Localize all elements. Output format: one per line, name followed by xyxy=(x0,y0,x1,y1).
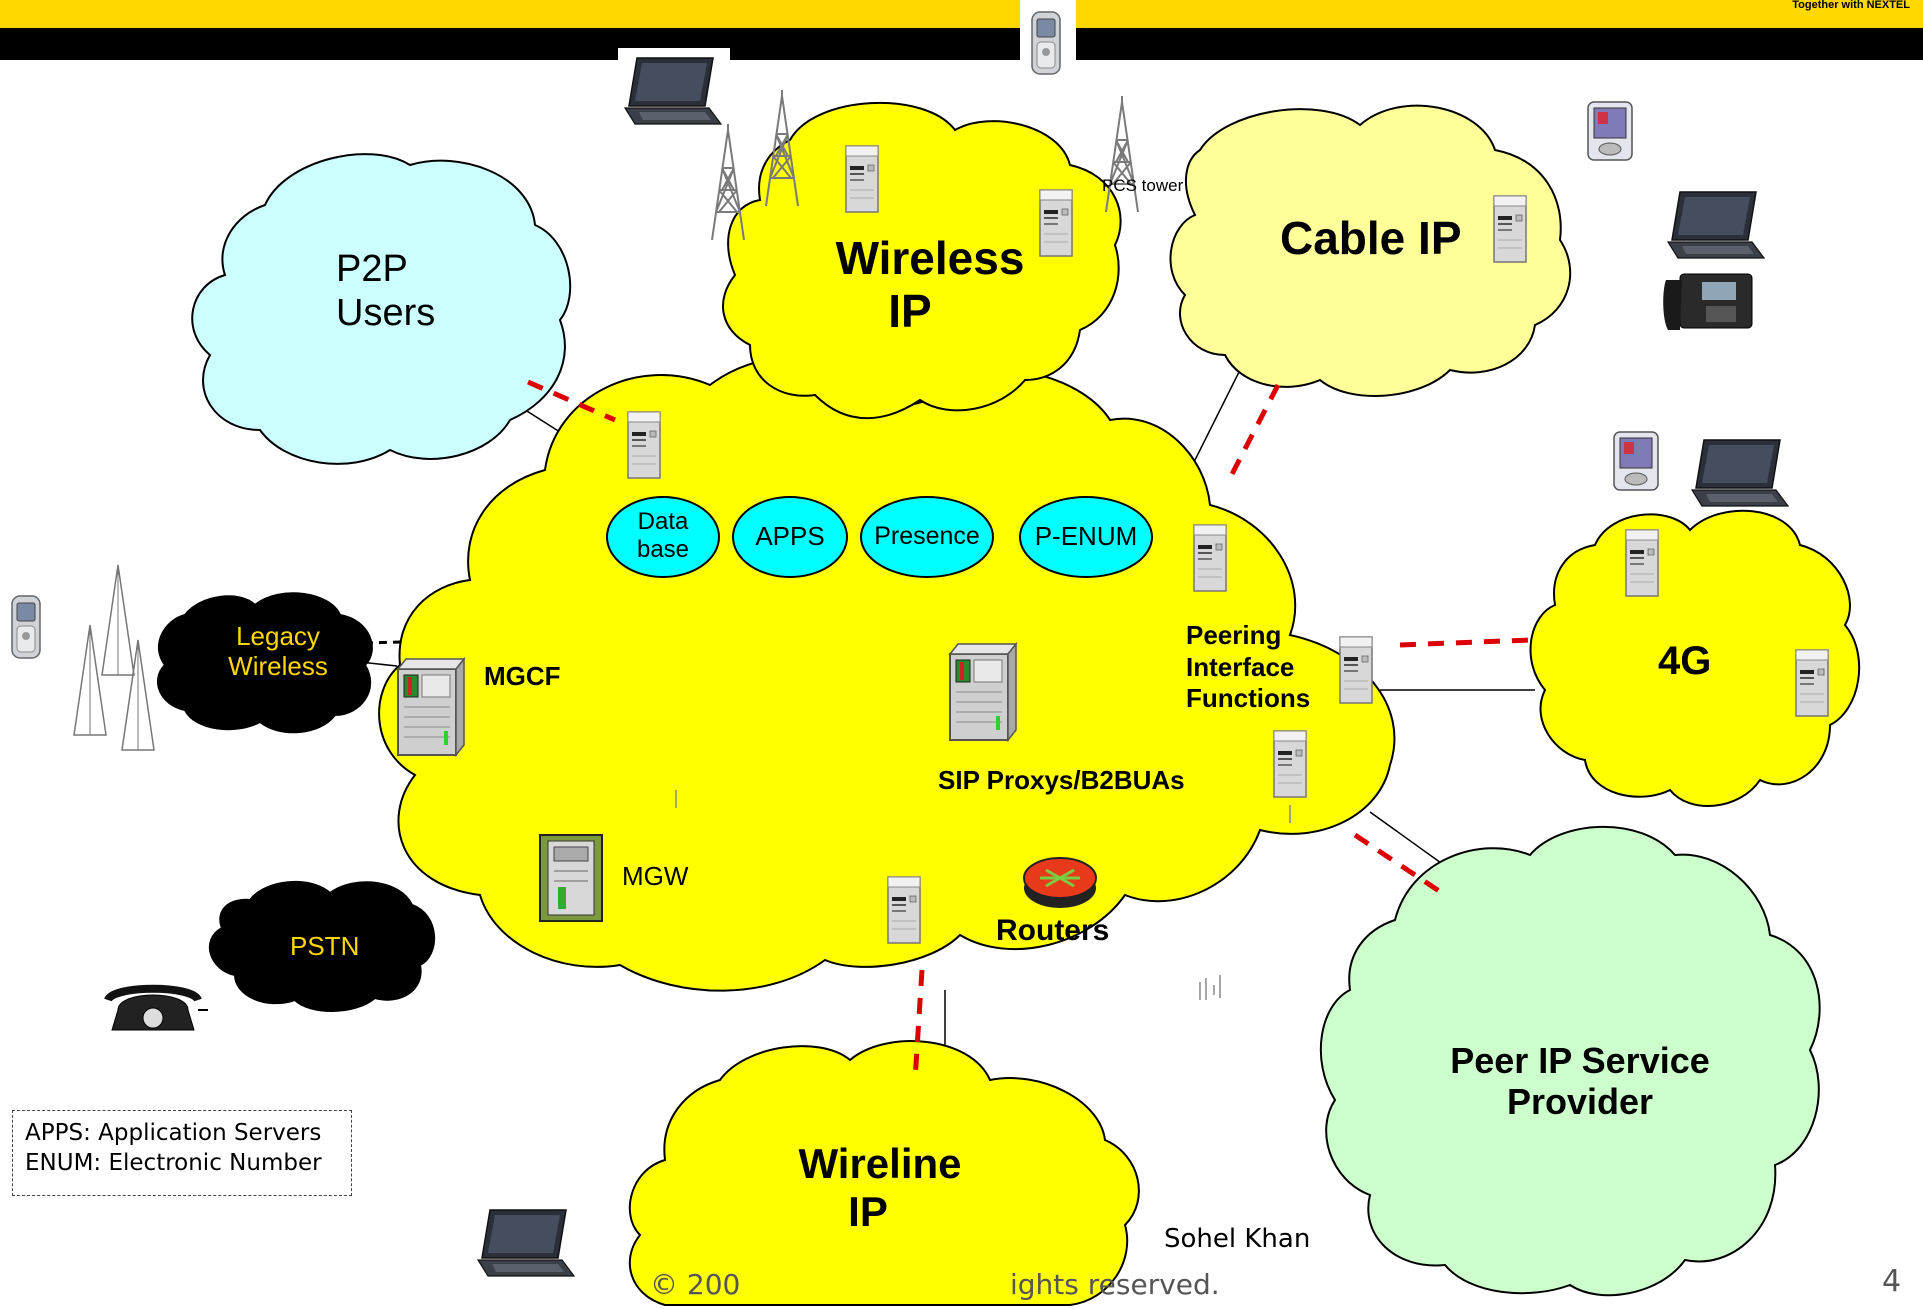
database-label: Data base xyxy=(636,508,690,563)
p2p-label: P2P Users xyxy=(336,248,436,334)
p2p-cloud xyxy=(191,153,572,465)
mgcf-label: MGCF xyxy=(484,661,561,691)
legend-box: APPS: Application Servers ENUM: Electron… xyxy=(12,1110,352,1196)
radio-tower-outline-icon xyxy=(73,564,155,751)
apps-oval xyxy=(732,496,848,578)
cable-ip-cloud xyxy=(1169,104,1572,397)
peer-ip-label: Peer IP Service Provider xyxy=(1450,1040,1710,1123)
media-gateway-icon xyxy=(539,834,603,922)
pstn-label: PSTN xyxy=(290,931,360,961)
cable-ip-label: Cable IP xyxy=(1280,212,1462,264)
p-enum-oval xyxy=(1019,496,1153,578)
rights-text: ights reserved. xyxy=(1010,1268,1220,1301)
author-name: Sohel Khan xyxy=(1164,1224,1311,1254)
copyright-text: © 200 xyxy=(650,1268,741,1301)
header-brand-bar xyxy=(0,0,1923,28)
page-number: 4 xyxy=(1882,1264,1902,1299)
apps-label: APPS xyxy=(755,521,825,551)
peering-label: Peering Interface Functions xyxy=(1186,620,1311,714)
mgw-label: MGW xyxy=(622,861,689,891)
mgcf-server-icon xyxy=(397,658,465,756)
wireless-ip-cloud xyxy=(722,101,1122,420)
four-g-cloud xyxy=(1529,509,1861,807)
pstn-cloud xyxy=(208,880,435,1012)
dashed-links xyxy=(526,379,1531,1081)
rotary-phone-icon xyxy=(104,984,208,1031)
legacy-dashed-link xyxy=(364,640,401,645)
routers-label: Routers xyxy=(996,914,1110,947)
header-tagline: Together with NEXTEL xyxy=(1792,0,1910,11)
peer-ip-cloud xyxy=(1319,825,1821,1297)
legacy-wireless-cloud xyxy=(156,592,373,734)
cell-phone-icon xyxy=(11,0,1076,659)
laptop-icon xyxy=(477,48,1789,1277)
four-g-label: 4G xyxy=(1658,639,1712,683)
service-ovals xyxy=(606,496,1153,578)
p-enum-label: P-ENUM xyxy=(1034,521,1138,551)
presence-oval xyxy=(860,496,994,578)
pda-icon xyxy=(1587,101,1659,491)
sip-proxy-label: SIP Proxys/B2BUAs xyxy=(938,765,1185,795)
sip-proxy-server-icon xyxy=(949,643,1017,741)
wireline-ip-cloud xyxy=(628,1040,1140,1306)
router-icon xyxy=(1023,857,1097,908)
legend-line: APPS: Application Servers xyxy=(25,1120,322,1146)
legacy-wireless-label: Legacy Wireless xyxy=(228,621,328,681)
ip-phone-icon xyxy=(1663,273,1753,330)
presence-label: Presence xyxy=(874,522,980,550)
database-oval xyxy=(606,496,720,578)
stray-marks xyxy=(675,790,1291,1000)
pcs-tower-label: PCS tower xyxy=(1102,176,1184,195)
header-black-bar xyxy=(0,28,1923,60)
wireless-ip-label: Wireless IP xyxy=(835,232,1025,337)
wireline-ip-label: Wireline IP xyxy=(798,1140,962,1236)
legend-line: ENUM: Electronic Number xyxy=(25,1149,322,1176)
